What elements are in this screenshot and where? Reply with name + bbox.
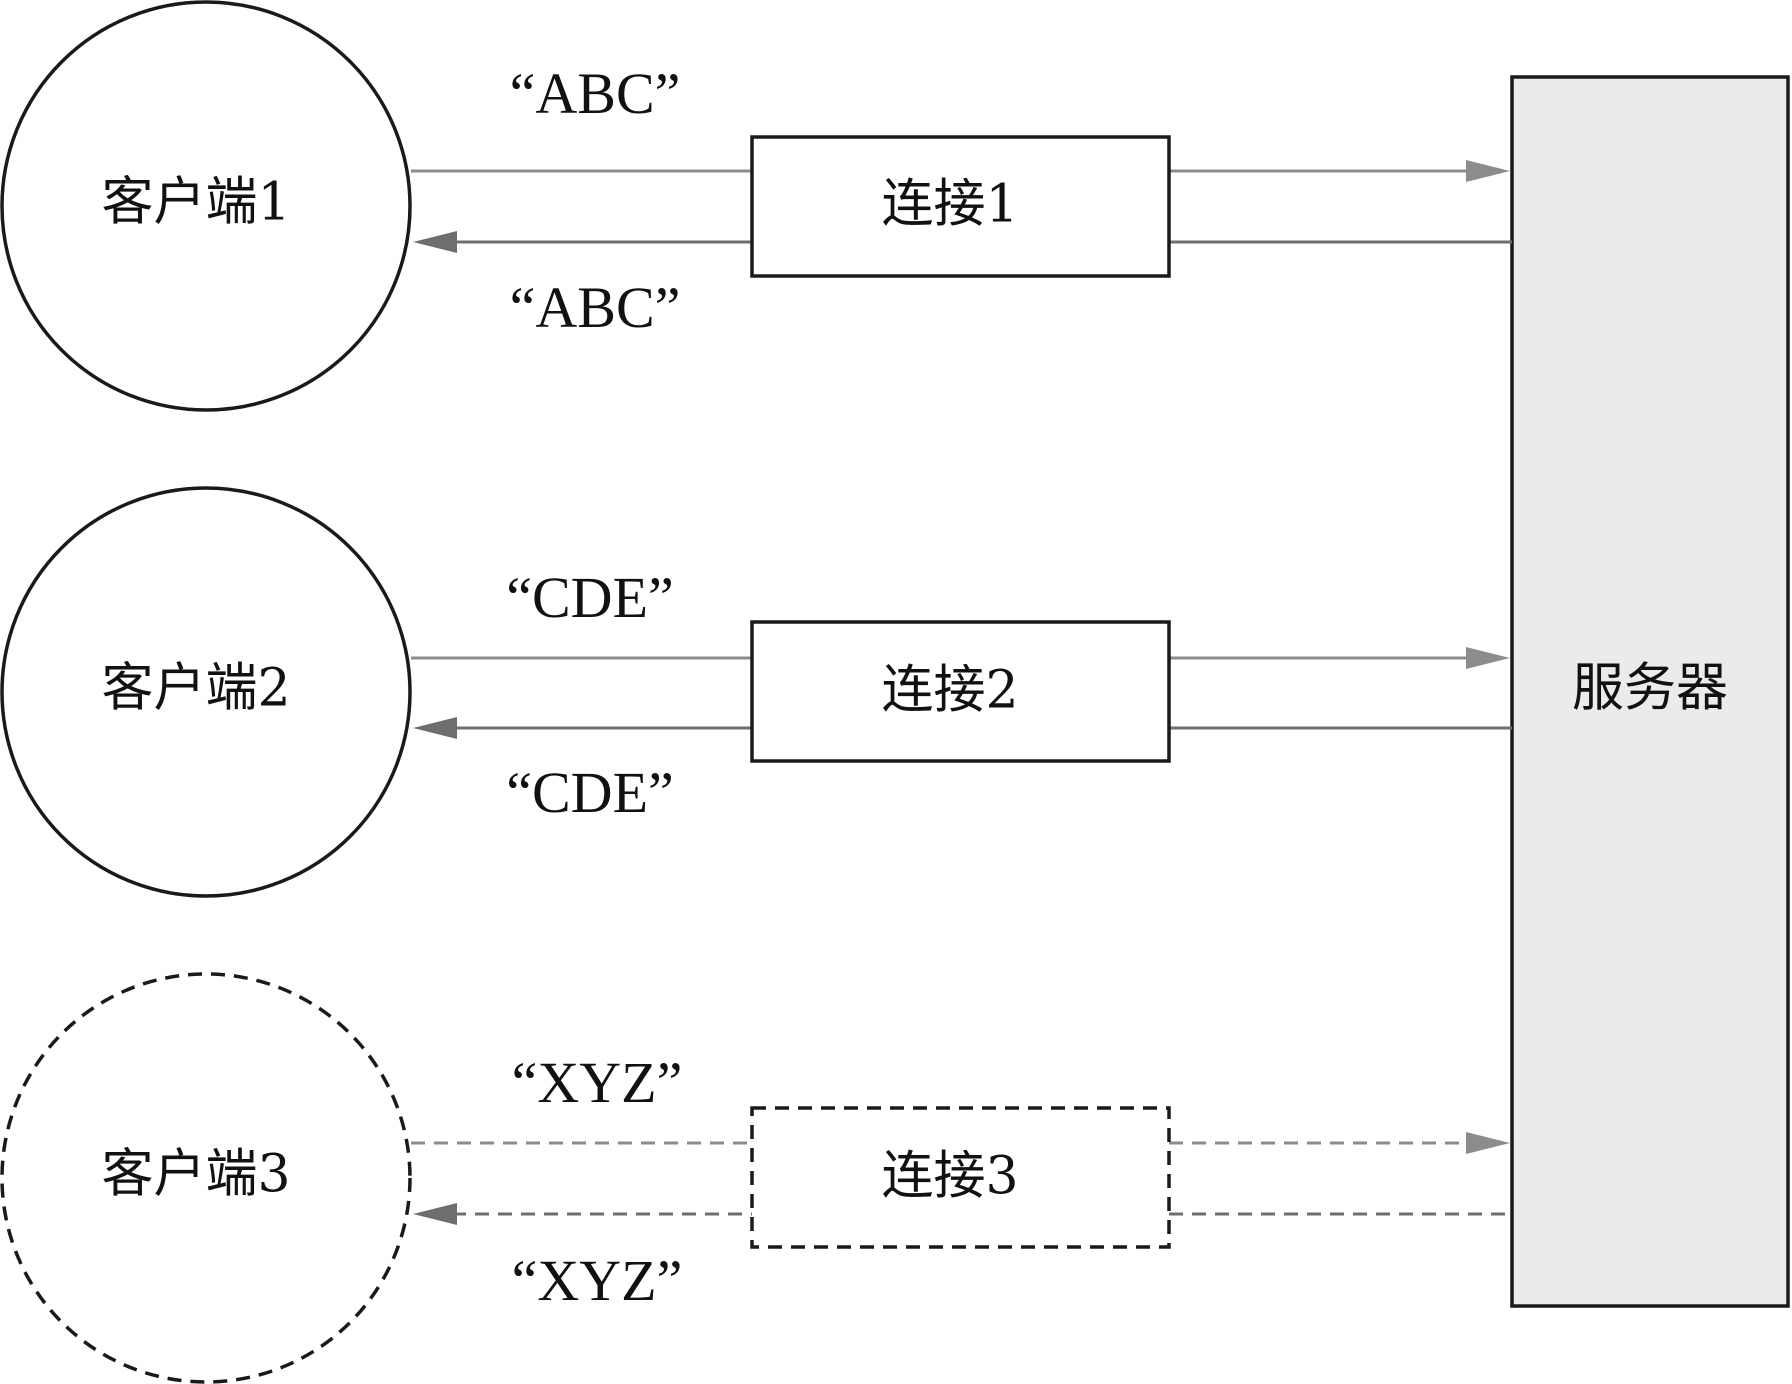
connection-2-box bbox=[750, 620, 1171, 763]
request-3-arrow-icon bbox=[1466, 1132, 1510, 1154]
request-2-arrow-icon bbox=[1466, 647, 1510, 669]
server-label: 服务器 bbox=[1572, 659, 1728, 719]
client-3-label: 客户端3 bbox=[101, 1145, 290, 1205]
client-2-node bbox=[0, 486, 412, 898]
response-2-text: “CDE” bbox=[506, 760, 674, 825]
request-1-text: “ABC” bbox=[510, 61, 681, 126]
response-3-text: “XYZ” bbox=[512, 1248, 683, 1313]
connection-2-label: 连接2 bbox=[881, 661, 1018, 721]
client-row-1: 客户端1 连接1 “ABC” “ABC” bbox=[0, 0, 1512, 412]
connection-3-label: 连接3 bbox=[881, 1147, 1018, 1207]
client-3-node bbox=[0, 972, 412, 1384]
response-1-text: “ABC” bbox=[510, 275, 681, 340]
client-1-node bbox=[0, 0, 412, 412]
response-2-arrow-icon bbox=[413, 717, 457, 739]
request-3-text: “XYZ” bbox=[512, 1050, 683, 1115]
client-1-label: 客户端1 bbox=[101, 173, 290, 233]
client-2-label: 客户端2 bbox=[101, 659, 290, 719]
connection-1-box bbox=[750, 135, 1171, 278]
response-3-arrow-icon bbox=[413, 1203, 457, 1225]
request-1-arrow-icon bbox=[1466, 160, 1510, 182]
connection-1-label: 连接1 bbox=[881, 175, 1018, 235]
connection-3-box bbox=[750, 1106, 1171, 1249]
request-2-text: “CDE” bbox=[506, 565, 674, 630]
response-1-arrow-icon bbox=[413, 231, 457, 253]
client-row-2: 客户端2 连接2 “CDE” “CDE” bbox=[0, 486, 1512, 898]
client-row-3: 客户端3 连接3 “XYZ” “XYZ” bbox=[0, 972, 1512, 1384]
server-node bbox=[1510, 75, 1790, 1308]
